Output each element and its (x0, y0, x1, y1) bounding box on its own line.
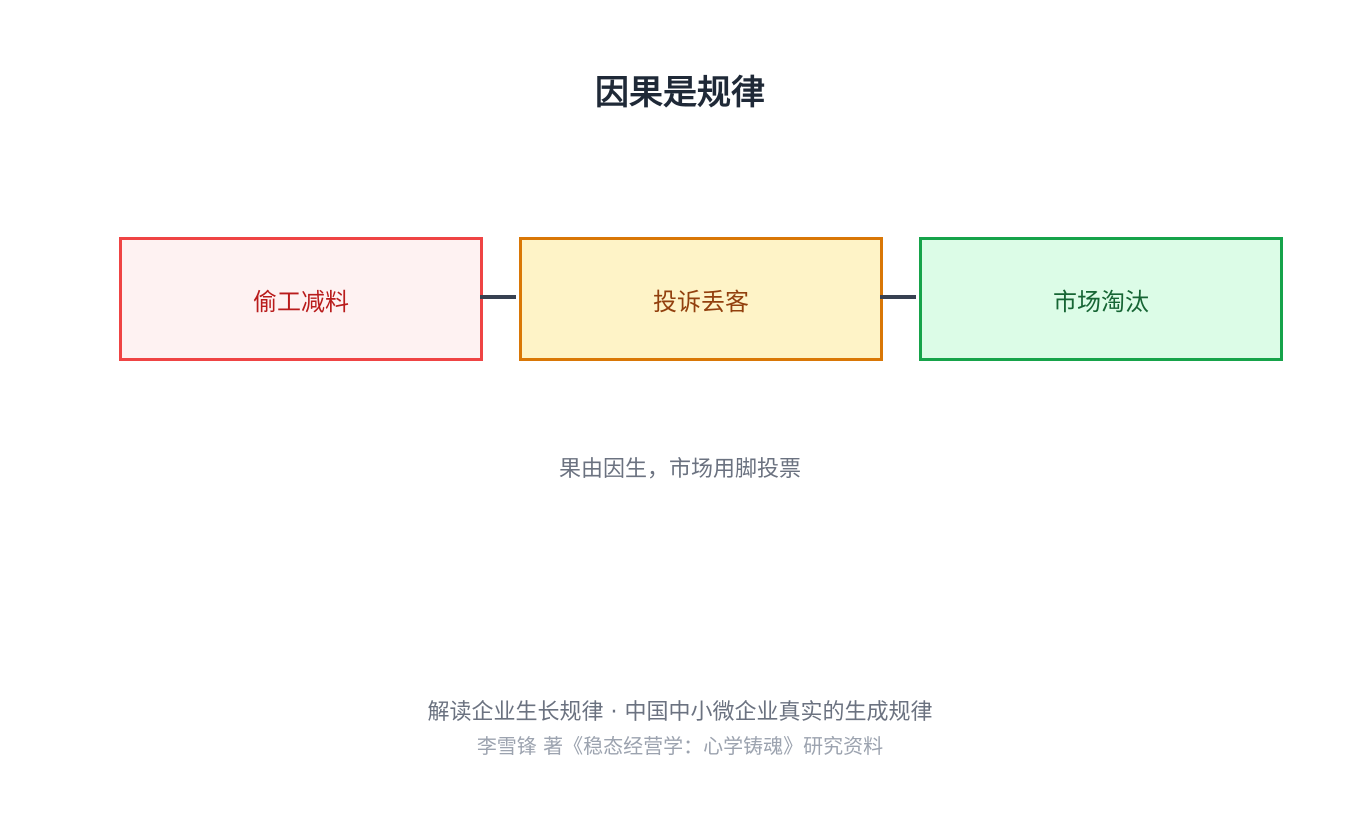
effect-box: 投诉丢客 (519, 237, 883, 361)
connector-effect-to-result (880, 295, 916, 299)
diagram-title: 因果是规律 (595, 73, 765, 113)
footer-tagline: 解读企业生长规律 · 中国中小微企业真实的生成规律 (427, 700, 933, 725)
diagram-caption: 果由因生，市场用脚投票 (558, 457, 801, 482)
connector-cause-to-effect (480, 295, 516, 299)
cause-label: 偷工减料 (253, 287, 349, 316)
cause-box: 偷工减料 (119, 237, 483, 361)
result-label: 市场淘汰 (1053, 287, 1149, 316)
effect-label: 投诉丢客 (653, 287, 749, 316)
result-box: 市场淘汰 (919, 237, 1283, 361)
footer-source: 李雪锋 著《稳态经营学：心学铸魂》研究资料 (476, 734, 884, 758)
